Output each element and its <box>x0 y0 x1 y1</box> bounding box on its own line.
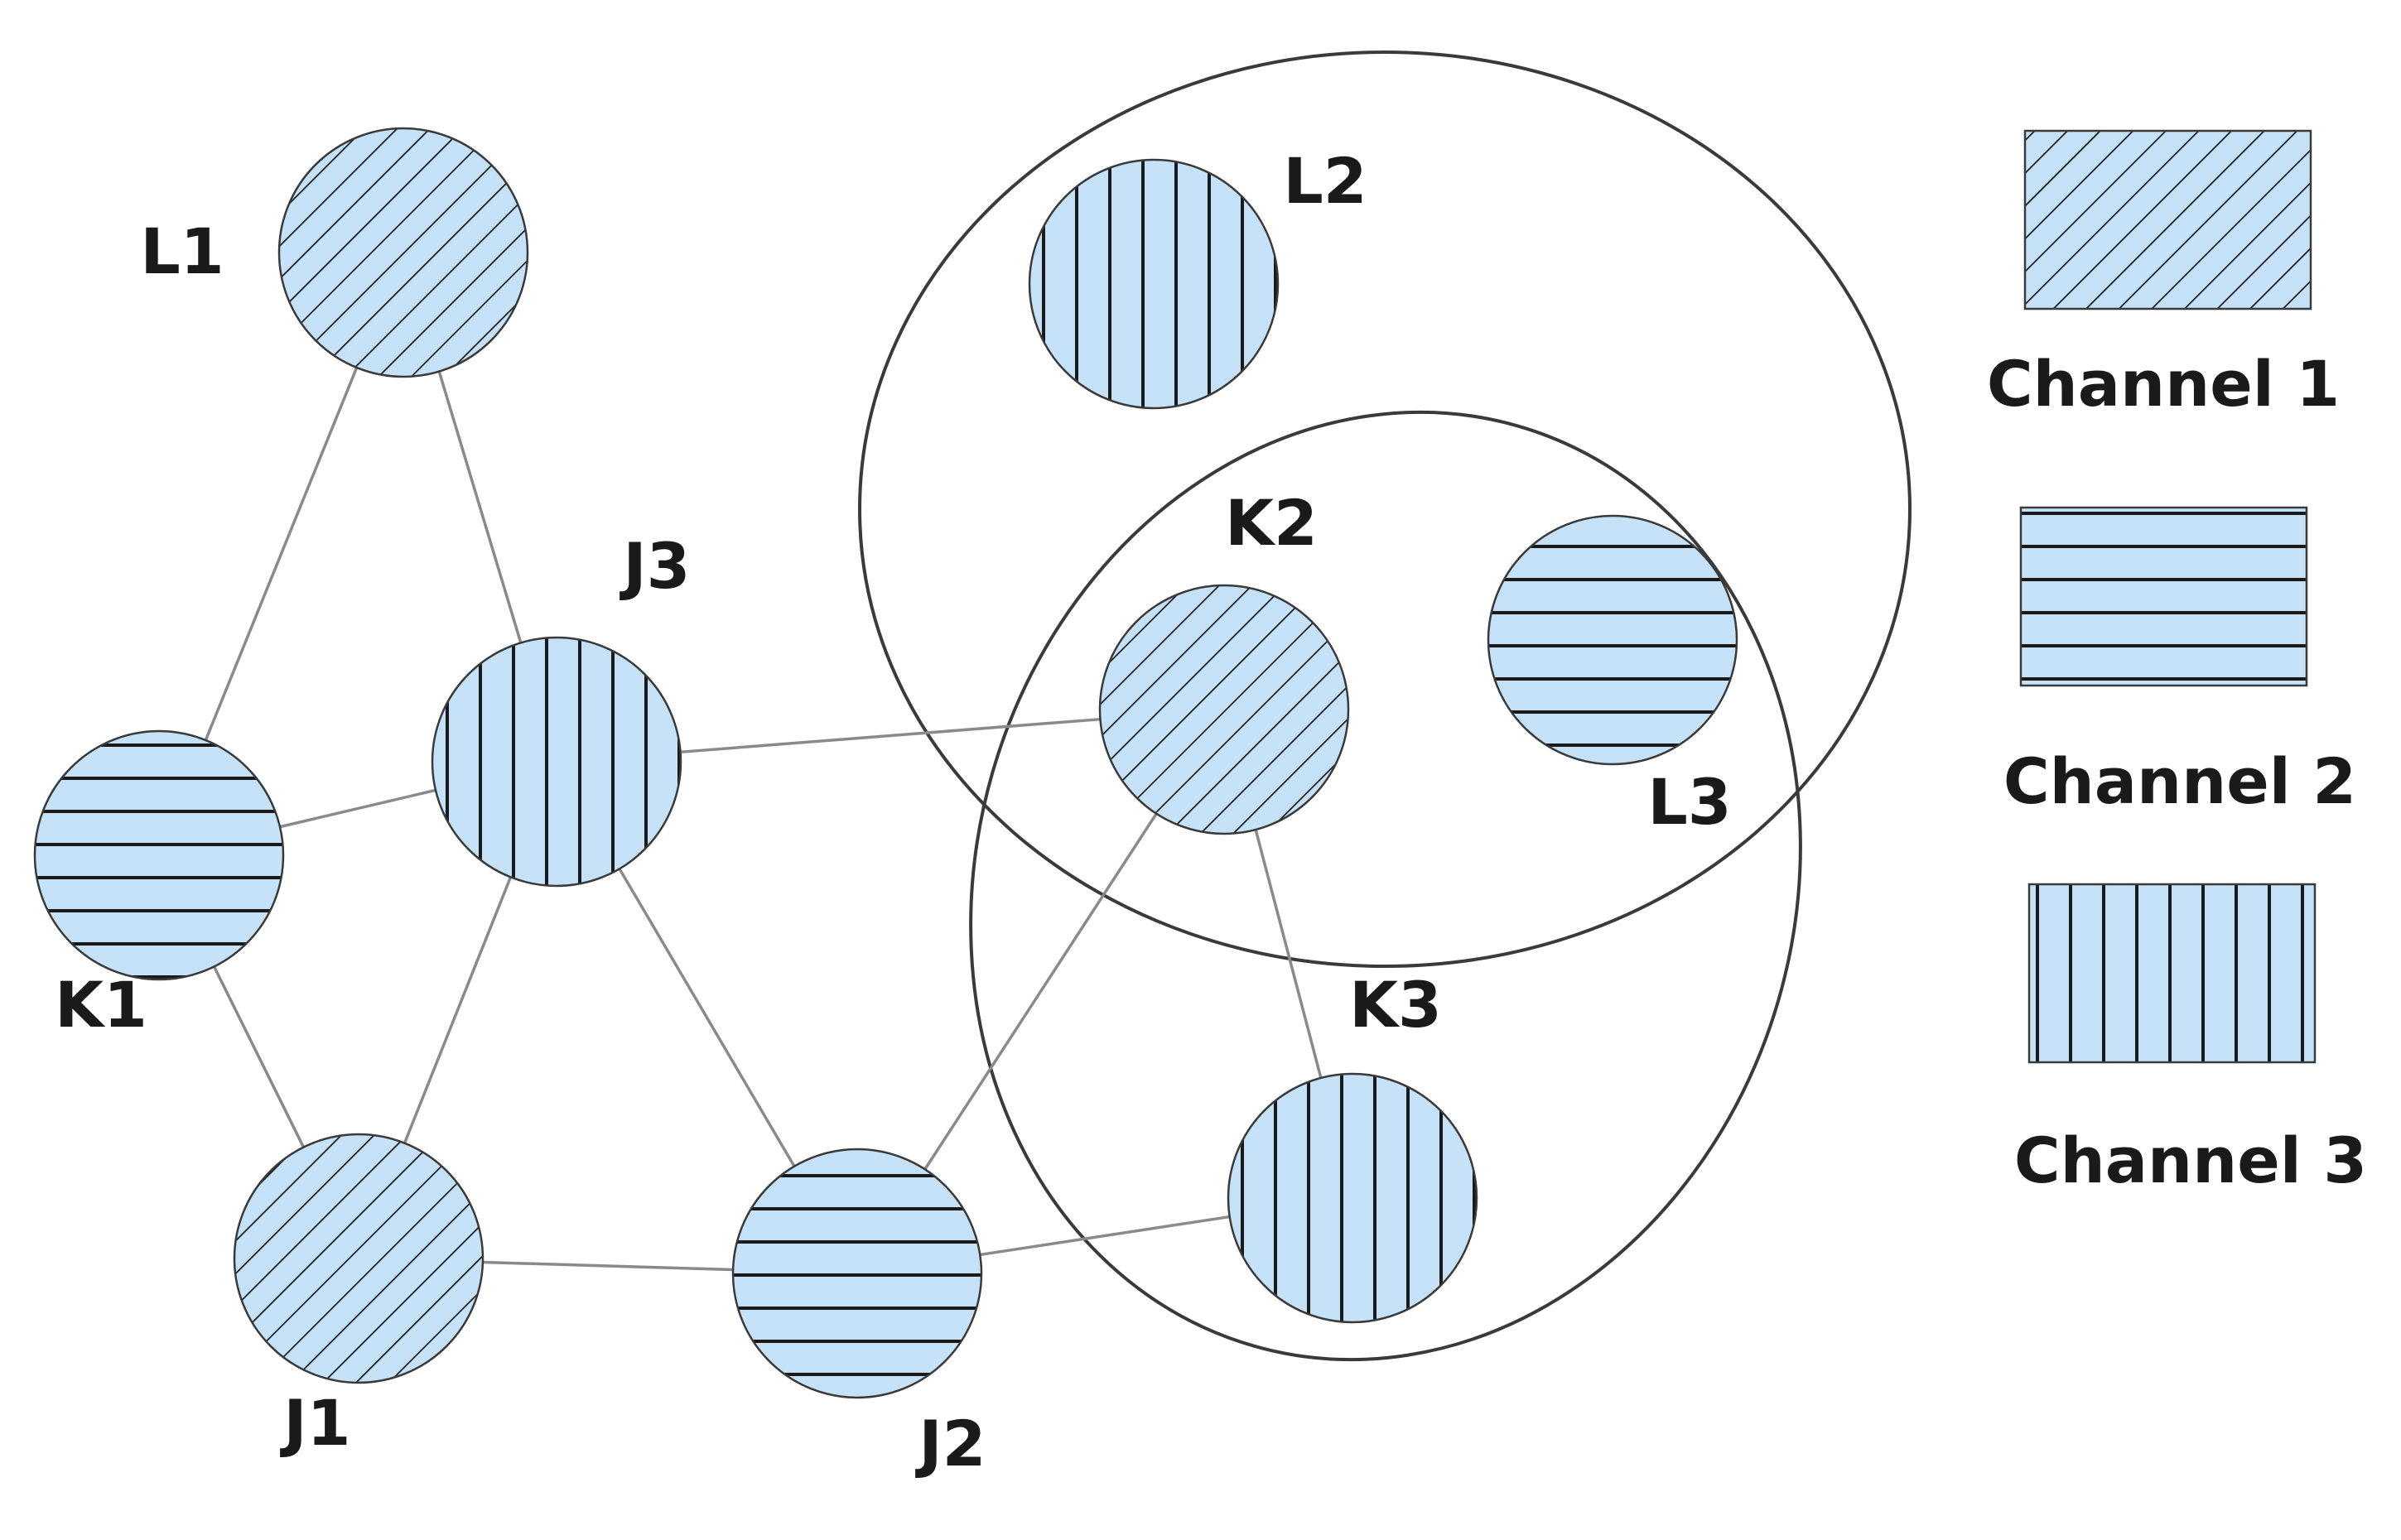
node-l2: L2 <box>1028 144 1367 410</box>
legend-item-channel-1: Channel 1 <box>1987 129 2340 421</box>
region-outline-upper <box>858 51 1912 968</box>
node-label: J3 <box>619 529 690 603</box>
node-j2: J2 <box>731 1148 986 1480</box>
node-l1: L1 <box>140 127 529 378</box>
node-circle <box>33 729 285 981</box>
edge-j1-j2 <box>482 1260 734 1272</box>
node-circle <box>1028 158 1280 410</box>
node-j1: J1 <box>233 1133 485 1460</box>
node-j3: J3 <box>431 529 691 888</box>
node-k1: K1 <box>33 729 285 1042</box>
edge-k1-j1 <box>212 965 306 1148</box>
legend-label: Channel 3 <box>2014 1124 2367 1197</box>
legend-swatch <box>2027 883 2317 1064</box>
edge-l1-k1 <box>204 367 359 741</box>
node-circle <box>1227 1072 1478 1324</box>
node-label: K3 <box>1349 968 1442 1042</box>
node-label: K1 <box>55 968 147 1042</box>
node-label: J1 <box>279 1386 350 1460</box>
node-circle <box>431 636 682 888</box>
legend-item-channel-3: Channel 3 <box>2014 883 2367 1197</box>
node-l3: L3 <box>1487 514 1738 839</box>
legend-label: Channel 1 <box>1987 347 2340 421</box>
node-k3: K3 <box>1227 968 1478 1324</box>
legend: Channel 1 Channel 2 Channel 3 <box>1987 129 2367 1197</box>
edge-k2-k3 <box>1254 829 1323 1079</box>
node-circle <box>1487 514 1738 766</box>
node-circle <box>277 127 529 378</box>
node-label: L1 <box>140 214 224 288</box>
edge-j3-j1 <box>403 876 513 1144</box>
node-circle <box>1098 584 1350 835</box>
edge-k1-j3 <box>279 788 436 829</box>
edge-j2-k2 <box>923 812 1158 1171</box>
edge-j2-k3 <box>980 1215 1230 1257</box>
region-outline-lower <box>969 410 1802 1362</box>
node-k2: K2 <box>1098 486 1350 835</box>
edge-j3-j2 <box>618 868 796 1167</box>
node-label: J2 <box>914 1407 986 1480</box>
legend-label: Channel 2 <box>2003 744 2356 818</box>
node-label: L2 <box>1283 144 1367 218</box>
edge-layer <box>204 367 1323 1272</box>
node-circle <box>731 1148 983 1399</box>
legend-swatch <box>2023 129 2312 310</box>
edge-l1-j3 <box>437 371 523 643</box>
edge-j3-k2 <box>680 717 1101 754</box>
node-label: L3 <box>1647 765 1731 839</box>
legend-swatch <box>2019 506 2308 687</box>
node-label: K2 <box>1225 486 1318 560</box>
node-circle <box>233 1133 485 1384</box>
legend-item-channel-2: Channel 2 <box>2003 506 2356 818</box>
